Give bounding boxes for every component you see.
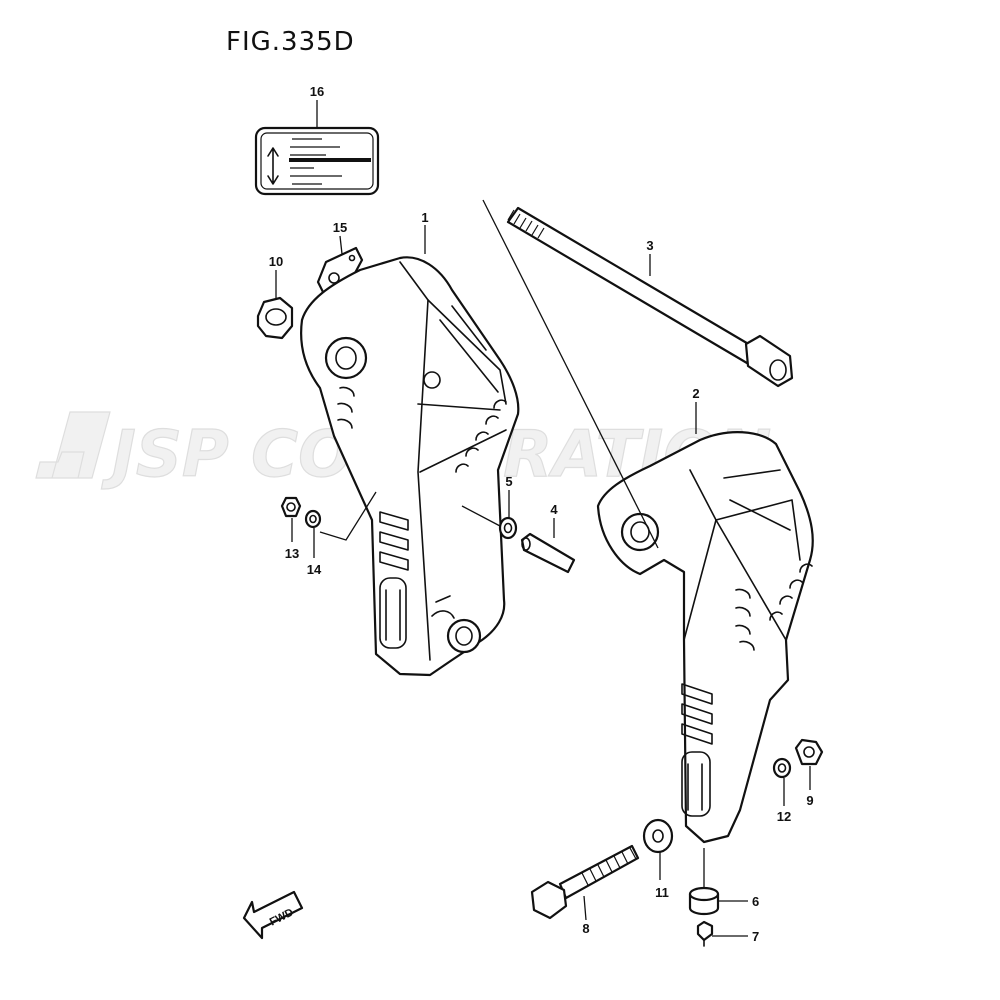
- part-5-washer: [498, 516, 518, 540]
- part-16-label-plate: [254, 126, 380, 196]
- callout-13: 13: [285, 546, 299, 561]
- leader-lines: [275, 100, 811, 937]
- figure-title: FIG.335D: [226, 27, 355, 57]
- callout-12: 12: [777, 809, 791, 824]
- part-3-shaft-bolt: [506, 206, 794, 388]
- callout-11: 11: [655, 885, 669, 900]
- callout-10: 10: [269, 254, 283, 269]
- part-7-screw: [696, 920, 714, 947]
- part-13-nut: [280, 496, 302, 518]
- part-11-washer: [642, 818, 674, 854]
- callout-4: 4: [550, 502, 558, 517]
- part-8-bolt: [530, 844, 640, 920]
- callout-14: 14: [307, 562, 322, 577]
- callout-2: 2: [692, 386, 699, 401]
- callout-labels: 1 2 3 4 5 6 7 8 9 10 11 12 13 14 15 16: [269, 84, 814, 944]
- part-4-pin: [520, 532, 576, 574]
- callout-9: 9: [806, 793, 813, 808]
- callout-15: 15: [333, 220, 347, 235]
- part-12-washer: [772, 757, 792, 779]
- callout-5: 5: [505, 474, 512, 489]
- callout-7: 7: [752, 929, 759, 944]
- fwd-direction-arrow: FWD: [242, 890, 304, 940]
- callout-6: 6: [752, 894, 759, 909]
- part-9-nut: [794, 738, 824, 766]
- part-1-clamp-bracket: [300, 256, 520, 677]
- part-6-mount: [688, 886, 720, 916]
- callout-8: 8: [582, 921, 589, 936]
- callout-1: 1: [421, 210, 428, 225]
- part-10-nut: [256, 296, 294, 340]
- part-14-washer: [304, 509, 322, 529]
- callout-3: 3: [646, 238, 653, 253]
- callout-16: 16: [310, 84, 324, 99]
- watermark-logo-mark: [35, 411, 111, 479]
